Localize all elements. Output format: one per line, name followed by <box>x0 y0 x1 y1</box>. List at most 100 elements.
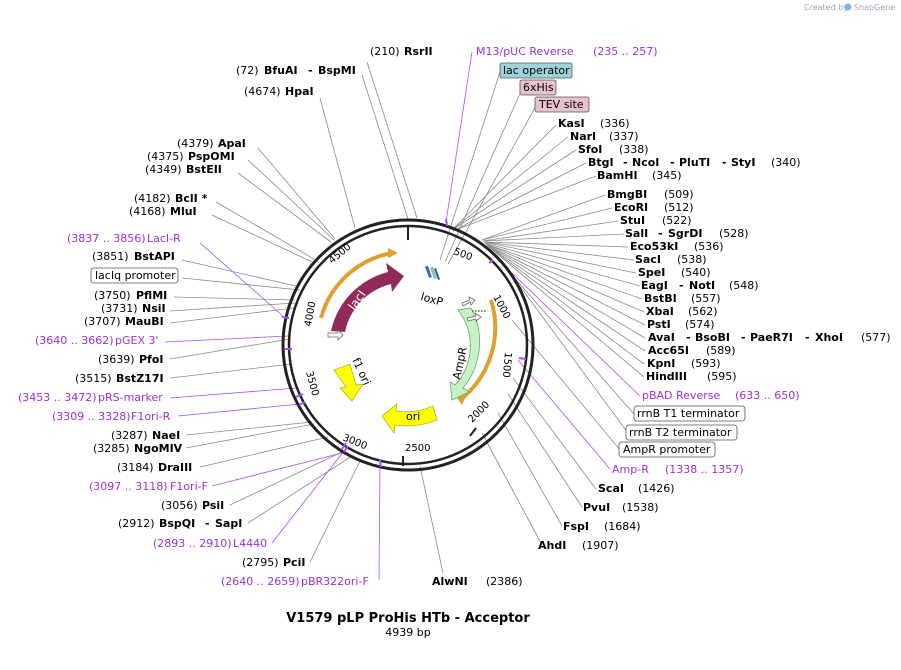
alwNI-name: AlwNI <box>432 575 468 588</box>
kpnI-pos: (593) <box>691 357 721 370</box>
bsoBI-name: BsoBI <box>695 331 730 344</box>
laciq-promoter-label: lacIq promoter <box>95 269 176 282</box>
m13-name: M13/pUC Reverse <box>476 45 574 58</box>
narI-pos: (337) <box>609 130 639 143</box>
hpaI-name: HpaI <box>285 85 314 98</box>
mluI-name: MluI <box>170 205 197 218</box>
apaI-pos: (4379) <box>177 137 214 150</box>
ecoRI-pos: (512) <box>664 201 694 214</box>
bamHI-name: BamHI <box>597 169 638 182</box>
f1-ori-feature <box>333 363 364 402</box>
rrnB-T1-label: rrnB T1 terminator <box>637 407 740 420</box>
primer-marks <box>281 218 527 468</box>
amp-r-name: Amp-R <box>612 463 649 476</box>
pbad-pos: (633 .. 650) <box>735 389 800 402</box>
alwNI-pos: (2386) <box>486 575 523 588</box>
bstEII-name: BstEII <box>186 163 222 176</box>
bstZ17I-pos: (3515) <box>75 372 112 385</box>
label-connectors <box>164 51 646 581</box>
narI-name: NarI <box>570 130 596 143</box>
styI-name: StyI <box>731 156 755 169</box>
bspQI-name: BspQI <box>159 517 195 530</box>
bspQI-pos: (2912) <box>118 517 155 530</box>
bamHI-pos: (345) <box>652 169 682 182</box>
svg-text:-: - <box>658 227 663 240</box>
bstZ17I-name: BstZ17I <box>116 372 164 385</box>
svg-text:-: - <box>308 64 313 77</box>
backbone-outer <box>281 218 535 472</box>
lac-operator-label: lac operator <box>503 64 570 77</box>
loxP-marks <box>425 265 440 280</box>
laciq-promoter-arrow <box>327 329 344 341</box>
bfuAI-pos: (72) <box>236 64 259 77</box>
plasmid-title: V1579 pLP ProHis HTb - Acceptor <box>286 611 530 626</box>
ampR-orf-arc <box>458 299 498 402</box>
svg-text:-: - <box>623 156 628 169</box>
xbaI-name: XbaI <box>646 305 674 318</box>
l4440-name: L4440 <box>233 537 267 550</box>
salI-pos: (528) <box>719 227 749 240</box>
btgI-name: BtgI <box>588 156 614 169</box>
pciI-pos: (2795) <box>242 556 279 569</box>
nsiI-name: NsiI <box>142 302 166 315</box>
ecoRI-name: EcoRI <box>614 201 648 214</box>
tick-marks <box>402 226 477 466</box>
svg-text:-: - <box>205 517 210 530</box>
ampR-feature <box>449 307 480 401</box>
rrnB-T2-label: rrnB T2 terminator <box>629 426 732 439</box>
xbaI-pos: (562) <box>688 305 718 318</box>
ngoMIV-pos: (3285) <box>93 442 130 455</box>
lacI-orf-arc <box>319 251 393 319</box>
bstBI-pos: (557) <box>691 292 721 305</box>
lacI-R-name: LacI-R <box>147 232 181 245</box>
ori-label: ori <box>406 410 420 423</box>
pstI-name: PstI <box>647 318 671 331</box>
ampr-promoter-box <box>618 441 716 458</box>
stuI-name: StuI <box>620 214 645 227</box>
bstAPI-pos: (3851) <box>92 250 129 263</box>
rrnB-arrow <box>461 296 476 307</box>
tev-box <box>534 96 590 113</box>
ahdI-pos: (1907) <box>582 539 619 552</box>
pbr322-name: pBR322ori-F <box>301 575 369 588</box>
tev-label: TEV site <box>538 98 584 111</box>
eagI-pos: (548) <box>729 279 759 292</box>
bstEII-pos: (4349) <box>145 163 182 176</box>
stuI-pos: (522) <box>662 214 692 227</box>
sgrDI-name: SgrDI <box>668 227 702 240</box>
bstAPI-name: BstAPI <box>134 250 175 263</box>
pvuI-name: PvuI <box>583 501 610 514</box>
naeI-pos: (3287) <box>111 429 148 442</box>
lacI-R-pos: (3837 .. 3856) <box>67 232 146 245</box>
acc65I-pos: (589) <box>706 344 736 357</box>
paeR7I-name: PaeR7I <box>750 331 793 344</box>
pbr322-pos: (2640 .. 2659) <box>221 575 300 588</box>
scaI-name: ScaI <box>598 482 624 495</box>
bclI-name: BclI * <box>175 192 208 205</box>
nsiI-pos: (3731) <box>101 302 138 315</box>
pgex-pos: (3640 .. 3662) <box>35 334 114 347</box>
sixhis-box <box>519 79 557 96</box>
svg-text:-: - <box>679 279 684 292</box>
bclI-pos: (4182) <box>134 192 171 205</box>
tick-1500: 1500 <box>500 352 513 378</box>
pbad-name: pBAD Reverse <box>642 389 720 402</box>
kasI-pos: (336) <box>600 117 630 130</box>
fspI-name: FspI <box>563 520 589 533</box>
mauBI-pos: (3707) <box>84 315 121 328</box>
psiI-name: PsiI <box>202 499 224 512</box>
tick-4000: 4000 <box>303 301 318 328</box>
ampR-promoter-arrow <box>466 312 482 322</box>
amp-r-pos: (1338 .. 1357) <box>665 463 744 476</box>
svg-text:-: - <box>722 156 727 169</box>
pflMI-name: PflMI <box>136 289 167 302</box>
ori-feature <box>381 403 438 434</box>
draIII-name: DraIII <box>158 461 192 474</box>
sixhis-label: 6xHis <box>523 81 554 94</box>
eagI-name: EagI <box>641 279 668 292</box>
notI-name: NotI <box>689 279 715 292</box>
loxP-label: loxP <box>419 290 445 308</box>
rrnB-T1-box <box>633 405 746 422</box>
psiI-pos: (3056) <box>161 499 198 512</box>
sfoI-pos: (338) <box>619 143 649 156</box>
